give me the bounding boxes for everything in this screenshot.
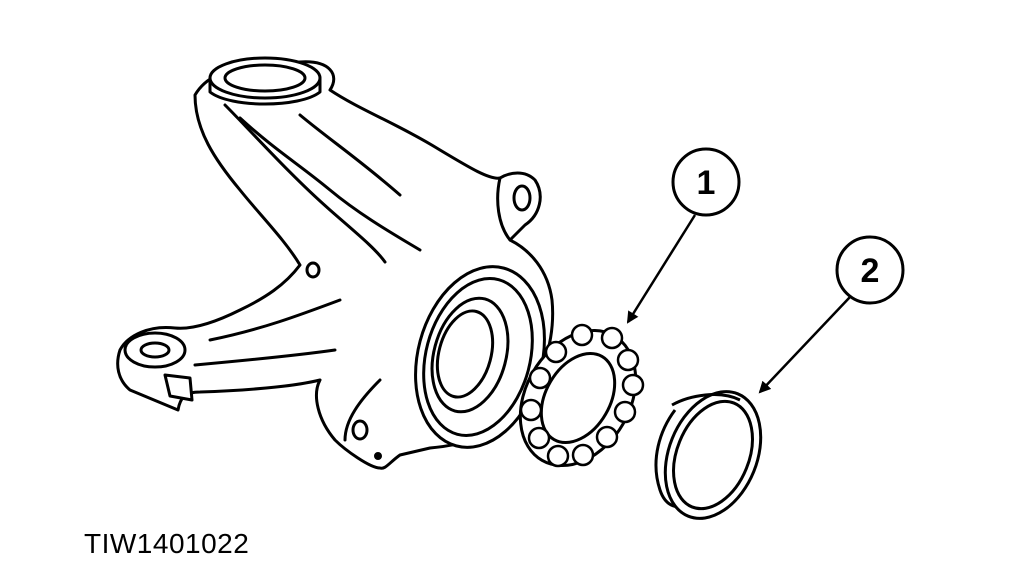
steering-knuckle (116, 56, 555, 470)
callout-1: 1 (626, 147, 741, 324)
callout-1-circle (671, 147, 741, 217)
callout-1-leader (626, 214, 697, 324)
race-part-2 (654, 390, 763, 520)
callout-2-number: 2 (861, 252, 880, 290)
callout-1-number: 1 (697, 164, 716, 202)
bearing-balls (519, 323, 645, 468)
figure-id-label: TIW1401022 (84, 528, 250, 559)
callout-2-circle (835, 235, 905, 305)
callout-2: 2 (758, 235, 905, 394)
callout-2-leader (758, 296, 851, 394)
bearing-part-1 (518, 323, 645, 468)
